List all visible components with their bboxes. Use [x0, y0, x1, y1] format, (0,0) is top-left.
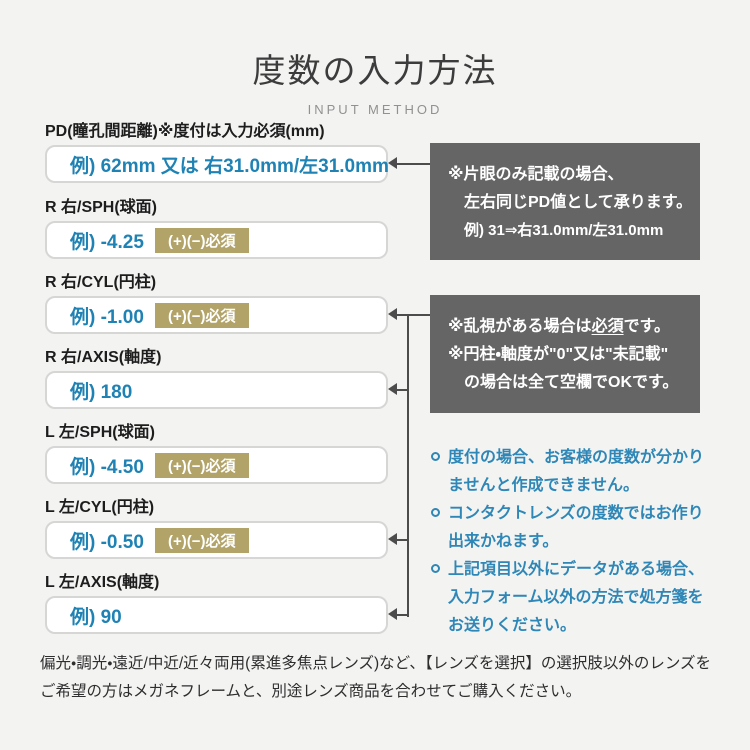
- l-axis-arrow-icon: [388, 608, 397, 620]
- field-label-r-sph: R 右/SPH(球面): [45, 199, 158, 216]
- bullet-text: 上記項目以外にデータがある場合、入力フォーム以外の方法で処方箋をお送りください。: [448, 561, 705, 634]
- l-sph-input[interactable]: 例) -4.50 (+)(−)必須: [45, 446, 388, 484]
- field-label-l-cyl: L 左/CYL(円柱): [45, 499, 155, 516]
- page-subtitle: INPUT METHOD: [307, 102, 443, 117]
- sign-required-badge: (+)(−)必須: [155, 452, 249, 478]
- r-cyl-input[interactable]: 例) -1.00 (+)(−)必須: [45, 296, 388, 334]
- field-group-l-axis: L 左/AXIS(軸度) 例) 90: [45, 568, 388, 634]
- cyl-connector-vertical-line: [407, 314, 409, 617]
- pd-note-line3: 例) 31⇒右31.0mm/左31.0mm: [464, 222, 664, 239]
- example-value-r-sph: 例) -4.25: [70, 231, 144, 253]
- l-axis-input[interactable]: 例) 90: [45, 596, 388, 634]
- bullet-item: コンタクトレンズの度数ではお作り出来かねます。: [431, 500, 715, 556]
- circle-bullet-icon: [431, 564, 440, 573]
- bullet-list: 度付の場合、お客様の度数が分かりませんと作成できません。 コンタクトレンズの度数…: [431, 444, 715, 640]
- r-cyl-connector-line: [396, 314, 430, 316]
- sign-required-badge: (+)(−)必須: [155, 227, 249, 253]
- header: 度数の入力方法 INPUT METHOD: [0, 44, 750, 117]
- l-axis-connector-line: [396, 614, 409, 616]
- circle-bullet-icon: [431, 508, 440, 517]
- bullet-text: 度付の場合、お客様の度数が分かりませんと作成できません。: [448, 449, 705, 494]
- sign-required-badge: (+)(−)必須: [155, 527, 249, 553]
- pd-arrow-icon: [388, 157, 397, 169]
- cyl-note-line1-underlined: 必須: [591, 318, 624, 335]
- page-title: 度数の入力方法: [252, 52, 498, 89]
- r-cyl-arrow-icon: [388, 308, 397, 320]
- example-value-pd: 例) 62mm 又は 右31.0mm/左31.0mm: [70, 155, 389, 177]
- example-value-l-cyl: 例) -0.50: [70, 531, 144, 553]
- example-value-l-axis: 例) 90: [70, 606, 122, 628]
- r-sph-input[interactable]: 例) -4.25 (+)(−)必須: [45, 221, 388, 259]
- example-value-r-cyl: 例) -1.00: [70, 306, 144, 328]
- r-axis-input[interactable]: 例) 180: [45, 371, 388, 409]
- example-value-r-axis: 例) 180: [70, 381, 133, 403]
- pd-note-line2: 左右同じPD値として承ります。: [464, 194, 693, 211]
- sign-required-badge: (+)(−)必須: [155, 302, 249, 328]
- pd-note-line1: ※片眼のみ記載の場合、: [448, 166, 624, 183]
- field-label-l-axis: L 左/AXIS(軸度): [45, 574, 160, 591]
- l-cyl-arrow-icon: [388, 533, 397, 545]
- circle-bullet-icon: [431, 452, 440, 461]
- field-label-pd: PD(瞳孔間距離)※度付は入力必須(mm): [45, 123, 325, 140]
- field-group-l-cyl: L 左/CYL(円柱) 例) -0.50 (+)(−)必須: [45, 493, 388, 559]
- r-axis-connector-line: [396, 389, 409, 391]
- bullet-item: 上記項目以外にデータがある場合、入力フォーム以外の方法で処方箋をお送りください。: [431, 556, 715, 640]
- l-cyl-input[interactable]: 例) -0.50 (+)(−)必須: [45, 521, 388, 559]
- pd-note-box: ※片眼のみ記載の場合、 左右同じPD値として承ります。 例) 31⇒右31.0m…: [430, 143, 700, 260]
- bullet-item: 度付の場合、お客様の度数が分かりませんと作成できません。: [431, 444, 715, 500]
- cyl-note-line1: ※乱視がある場合は必須です。: [448, 313, 700, 341]
- cyl-axis-note-box: ※乱視がある場合は必須です。 ※円柱・軸度が"0"又は"未記載" の場合は全て空…: [430, 295, 700, 413]
- cyl-note-line3: の場合は全て空欄でOKです。: [464, 374, 679, 391]
- field-group-r-sph: R 右/SPH(球面) 例) -4.25 (+)(−)必須: [45, 193, 388, 259]
- cyl-note-line1-pre: ※乱視がある場合は: [448, 318, 592, 335]
- cyl-note-line1-post: です。: [623, 318, 670, 335]
- field-group-pd: PD(瞳孔間距離)※度付は入力必須(mm) 例) 62mm 又は 右31.0mm…: [45, 117, 389, 183]
- field-label-r-cyl: R 右/CYL(円柱): [45, 274, 157, 291]
- l-cyl-connector-line: [396, 539, 409, 541]
- footer-note: 偏光・調光・遠近/中近/近々両用(累進多焦点レンズ)など、【レンズを選択】の選択…: [40, 655, 712, 700]
- field-label-r-axis: R 右/AXIS(軸度): [45, 349, 162, 366]
- cyl-note-line2: ※円柱・軸度が"0"又は"未記載": [448, 346, 669, 363]
- field-label-l-sph: L 左/SPH(球面): [45, 424, 155, 441]
- r-axis-arrow-icon: [388, 383, 397, 395]
- field-group-r-axis: R 右/AXIS(軸度) 例) 180: [45, 343, 388, 409]
- field-group-l-sph: L 左/SPH(球面) 例) -4.50 (+)(−)必須: [45, 418, 388, 484]
- field-group-r-cyl: R 右/CYL(円柱) 例) -1.00 (+)(−)必須: [45, 268, 388, 334]
- pd-connector-line: [396, 163, 430, 165]
- pd-input[interactable]: 例) 62mm 又は 右31.0mm/左31.0mm: [45, 145, 389, 183]
- bullet-text: コンタクトレンズの度数ではお作り出来かねます。: [448, 505, 704, 550]
- example-value-l-sph: 例) -4.50: [70, 456, 144, 478]
